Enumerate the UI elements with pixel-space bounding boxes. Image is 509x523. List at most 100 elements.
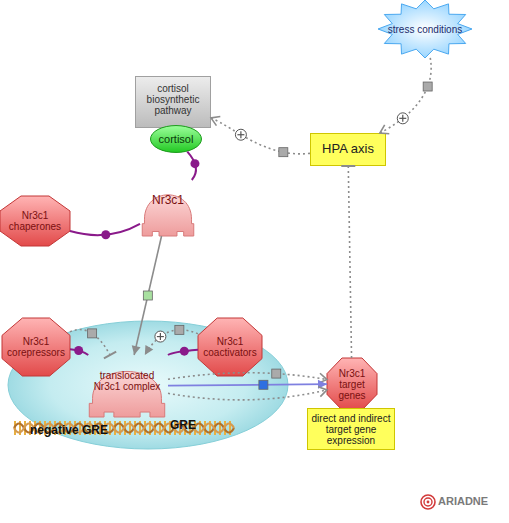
- connector: [70, 224, 140, 235]
- star-shape: [378, 0, 472, 58]
- protein-octagon: Nr3c1 corepressors: [2, 318, 70, 376]
- octagon-shape: [0, 196, 70, 246]
- plus-stroke: [157, 336, 164, 337]
- connector: [168, 384, 327, 385]
- connector: [168, 390, 327, 400]
- connector-group: [145, 325, 198, 355]
- plus-stroke: [240, 131, 241, 138]
- metabolite-ellipse: cortisol: [150, 125, 202, 153]
- watermark: ARIADNE: [438, 495, 488, 507]
- arrow-head: [318, 380, 327, 389]
- binding-dot: [74, 346, 83, 355]
- process-square: [259, 380, 268, 389]
- connector: [168, 350, 198, 355]
- connector: [168, 373, 327, 380]
- inhibition-bar: [104, 352, 116, 359]
- connector-group: [380, 58, 432, 134]
- arrow-head: [132, 345, 141, 355]
- site-label: negative GRE: [30, 423, 108, 437]
- node-label: cortisol: [159, 133, 194, 145]
- binding-dot: [180, 347, 189, 356]
- text-holder: Nr3c1 chaperones: [0, 196, 70, 246]
- process-box: direct and indirect target gene expressi…: [307, 408, 395, 450]
- connector-group: [211, 116, 310, 156]
- plus-stroke: [399, 118, 406, 119]
- text-holder: Nr3c1 corepressors: [2, 318, 70, 376]
- complex-shape: translocated Nr3c1 complex: [86, 355, 168, 417]
- protein-octagon: Nr3c1 coactivators: [198, 318, 262, 376]
- connector: [187, 152, 196, 180]
- receptor-shape: Nr3c1: [140, 180, 196, 236]
- open-arrow-head: [211, 116, 220, 125]
- octagon-shape: [2, 318, 70, 376]
- node-label: Nr3c1 target genes: [330, 368, 374, 401]
- plus-stroke: [160, 333, 161, 340]
- plus-stroke: [402, 115, 403, 122]
- node-label: HPA axis: [322, 142, 374, 156]
- text-holder: stress conditions: [378, 0, 472, 58]
- octagon-shape: [198, 318, 262, 376]
- stress-burst: stress conditions: [378, 0, 472, 58]
- process-square: [175, 325, 184, 334]
- binding-dot: [101, 230, 110, 239]
- node-label: cortisol biosynthetic pathway: [139, 83, 207, 116]
- text-holder: translocated Nr3c1 complex: [86, 355, 168, 417]
- receptor-outline: [140, 180, 196, 236]
- stimulation-symbol: [155, 331, 166, 342]
- node-label: stress conditions: [388, 24, 462, 35]
- logo-ring: [424, 498, 432, 506]
- stimulation-symbol: [397, 113, 408, 124]
- node-label: Nr3c1: [152, 194, 184, 207]
- connector: [211, 118, 310, 154]
- connector-group: [168, 387, 327, 400]
- connector-group: [132, 236, 162, 355]
- binding-dot: [190, 159, 199, 168]
- text-holder: direct and indirect target gene expressi…: [308, 409, 394, 449]
- connector: [145, 330, 198, 355]
- node-label: Nr3c1 coactivators: [201, 336, 259, 358]
- process-box: HPA axis: [310, 133, 386, 166]
- logo-ring: [421, 495, 435, 509]
- connector: [70, 349, 88, 355]
- connector-group: [70, 224, 140, 239]
- connector-group: [168, 380, 327, 389]
- node-label: translocated Nr3c1 complex: [89, 370, 165, 392]
- pathway-box: cortisol biosynthetic pathway: [135, 76, 211, 128]
- connector-group: [70, 329, 116, 358]
- ariadne-logo: [421, 495, 435, 509]
- receptor-outline-shape: [142, 195, 194, 236]
- text-holder: Nr3c1: [140, 180, 196, 236]
- text-holder: cortisol biosynthetic pathway: [136, 77, 210, 127]
- node-label: Nr3c1 corepressors: [5, 336, 67, 358]
- connector-group: [341, 166, 355, 358]
- text-holder: Nr3c1 target genes: [327, 358, 377, 410]
- process-square: [88, 329, 97, 338]
- open-arrow-head: [380, 125, 389, 134]
- connector-group: [70, 346, 88, 355]
- plus-stroke: [237, 134, 244, 135]
- text-holder: Nr3c1 coactivators: [198, 318, 262, 376]
- ellipse-shape: [151, 126, 202, 153]
- process-square: [423, 82, 432, 91]
- node-label: direct and indirect target gene expressi…: [311, 413, 391, 446]
- open-arrow-head: [318, 373, 327, 383]
- connector-group: [187, 152, 199, 180]
- connector: [348, 166, 351, 358]
- process-square: [279, 148, 288, 157]
- arrow-head: [145, 345, 153, 355]
- connector-group: [168, 369, 327, 383]
- protein-octagon: Nr3c1 chaperones: [0, 196, 70, 246]
- stimulation-symbol: [235, 129, 246, 140]
- node-label: Nr3c1 chaperones: [3, 210, 67, 232]
- process-square: [272, 369, 281, 378]
- text-holder: HPA axis: [311, 134, 385, 165]
- octagon-shape: [327, 358, 377, 410]
- site-label: GRE: [170, 418, 196, 432]
- connector: [134, 236, 161, 355]
- connector: [380, 58, 431, 133]
- connector: [70, 330, 110, 355]
